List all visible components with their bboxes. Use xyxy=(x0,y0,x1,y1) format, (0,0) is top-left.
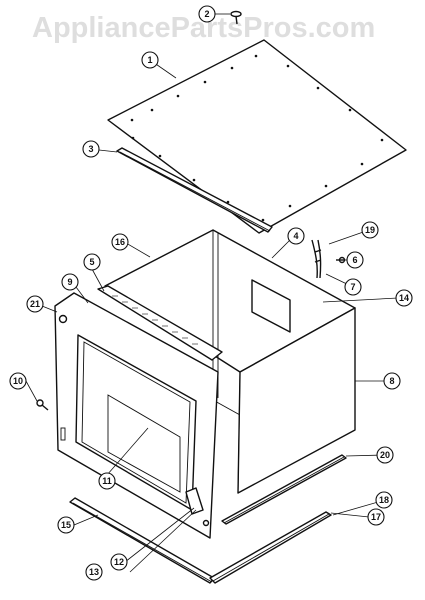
svg-text:11: 11 xyxy=(102,476,112,486)
callout-10: 10 xyxy=(9,372,27,390)
top-rail-part[interactable] xyxy=(116,147,273,233)
front-frame-part[interactable] xyxy=(54,292,219,539)
callout-3: 3 xyxy=(82,140,100,158)
callout-5: 5 xyxy=(83,253,101,271)
svg-text:10: 10 xyxy=(13,376,23,386)
svg-text:18: 18 xyxy=(379,495,389,505)
svg-text:9: 9 xyxy=(67,277,72,287)
svg-text:2: 2 xyxy=(204,9,209,19)
screw-part-10[interactable] xyxy=(36,399,49,411)
callout-16: 16 xyxy=(111,233,129,251)
leader-lines xyxy=(25,13,399,573)
callout-13: 13 xyxy=(85,563,103,581)
bottom-side-rail-part[interactable] xyxy=(209,511,332,584)
svg-text:8: 8 xyxy=(389,376,394,386)
callout-11: 11 xyxy=(98,472,116,490)
callout-7: 7 xyxy=(344,278,362,296)
hinge-bracket-part[interactable] xyxy=(185,487,204,515)
callout-12: 12 xyxy=(110,553,128,571)
callout-20: 20 xyxy=(376,446,394,464)
svg-text:16: 16 xyxy=(115,237,125,247)
svg-text:7: 7 xyxy=(350,282,355,292)
callout-9: 9 xyxy=(61,273,79,291)
wire-clip-part[interactable] xyxy=(336,256,346,264)
callout-6: 6 xyxy=(346,251,364,269)
callout-18: 18 xyxy=(375,491,393,509)
callout-17: 17 xyxy=(367,508,385,526)
screw-part[interactable] xyxy=(230,10,242,25)
callout-19: 19 xyxy=(361,221,379,239)
callout-1: 1 xyxy=(141,51,159,69)
bottom-rear-rail-part[interactable] xyxy=(221,454,347,525)
callout-8: 8 xyxy=(383,372,401,390)
svg-text:12: 12 xyxy=(114,557,124,567)
callout-4: 4 xyxy=(287,227,305,245)
svg-text:19: 19 xyxy=(365,225,375,235)
svg-text:13: 13 xyxy=(89,567,99,577)
callout-14: 14 xyxy=(395,289,413,307)
svg-text:21: 21 xyxy=(30,299,40,309)
top-panel-part[interactable] xyxy=(107,39,407,234)
vent-strip-part[interactable] xyxy=(97,285,223,361)
svg-text:15: 15 xyxy=(61,520,71,530)
callout-15: 15 xyxy=(57,516,75,534)
svg-text:14: 14 xyxy=(399,293,409,303)
svg-text:20: 20 xyxy=(380,450,390,460)
callout-2: 2 xyxy=(198,5,216,23)
callout-21: 21 xyxy=(26,295,44,313)
svg-text:3: 3 xyxy=(88,144,93,154)
svg-text:1: 1 xyxy=(147,55,152,65)
svg-text:17: 17 xyxy=(371,512,381,522)
svg-text:6: 6 xyxy=(352,255,357,265)
svg-text:4: 4 xyxy=(293,231,298,241)
svg-text:5: 5 xyxy=(89,257,94,267)
